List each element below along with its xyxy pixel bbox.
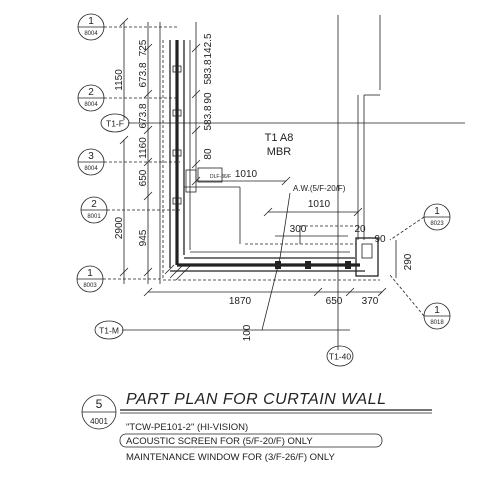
callout-sheet: 8004 (84, 31, 98, 37)
callout-sheet: 8004 (84, 166, 98, 172)
dim-text: 290 (403, 253, 414, 270)
dimension-ticks (119, 17, 201, 277)
note-line: MAINTENANCE WINDOW FOR (3/F-26/F) ONLY (126, 452, 335, 463)
callout-sheet: 8001 (87, 214, 101, 220)
dim-text: 370 (362, 296, 379, 307)
dim-text: 1150 (114, 69, 125, 91)
section-callout: 2 8001 (80, 196, 180, 224)
hatch (169, 265, 183, 279)
callout-number: 1 (87, 268, 93, 279)
curtain-wall-body (162, 40, 380, 281)
dim-text: 80 (203, 148, 214, 160)
grid-label: T1-40 (329, 352, 351, 362)
dim-text: 1870 (229, 296, 252, 307)
vertical-dimension-chain: 725 142.5 673.8 583.8 1150 90 673.8 583.… (114, 17, 214, 284)
mullion (305, 261, 311, 269)
section-callout: 3 8004 (77, 148, 180, 176)
dim-text: 300 (290, 224, 307, 235)
dim-text: 1010 (235, 169, 258, 180)
dim-text: 100 (242, 324, 253, 341)
callout-sheet: 8023 (430, 221, 444, 227)
section-callout: 1 8004 (77, 13, 178, 41)
corner-column (361, 243, 373, 259)
mullion (172, 197, 182, 205)
dim-text: 725 (138, 39, 149, 56)
callout-number: 1 (434, 206, 440, 217)
aw-label: A.W.(5/F-20/F) (293, 184, 346, 193)
window-frame (185, 169, 197, 193)
grid-bubble-t1-40: T1-40 (326, 345, 354, 367)
dim-text: 90 (374, 234, 386, 245)
dim-text: 673.8 (138, 103, 149, 128)
grid-label: T1-F (106, 119, 124, 129)
dim-text: 1160 (138, 137, 149, 159)
callout-number: 2 (91, 199, 97, 210)
dimension-ticks (143, 176, 387, 297)
dim-text: 583.8 (203, 59, 214, 84)
section-callout: 1 8018 (389, 274, 451, 330)
section-callout: 1 8023 (389, 203, 451, 241)
horizontal-dimensions: 1010 1010 300 20 90 290 1870 650 370 100 (143, 169, 414, 341)
note-highlight-box (119, 433, 383, 448)
callout-sheet: 8018 (430, 320, 444, 326)
dim-text: 945 (138, 229, 149, 246)
callout-sheet: 8003 (83, 283, 97, 289)
room-name: T1 A8 (265, 132, 294, 144)
section-callout: 1 8003 (76, 265, 160, 293)
leader-line (261, 257, 281, 331)
mullion (172, 65, 182, 73)
title-callout-number: 5 (96, 397, 103, 411)
callout-number: 2 (88, 87, 94, 98)
drawing-title: PART PLAN FOR CURTAIN WALL (126, 391, 386, 408)
hatch (175, 265, 191, 281)
dim-text: 142.5 (203, 33, 214, 58)
callout-number: 3 (88, 151, 94, 162)
callout-number: 1 (434, 305, 440, 316)
note-line: ACOUSTIC SCREEN FOR (5/F-20/F) ONLY (126, 436, 313, 447)
dim-text: 1010 (308, 199, 331, 210)
grid-label: T1-M (99, 326, 119, 336)
mullion (345, 261, 351, 269)
hatch (164, 264, 175, 275)
mullion (172, 149, 182, 157)
leader-line (279, 192, 291, 259)
small-tag: DLF-36/F (210, 174, 231, 180)
grid-lines (122, 15, 465, 350)
title-callout: 5 4001 (81, 394, 117, 430)
callout-number: 1 (88, 16, 94, 27)
callout-sheet: 8004 (84, 102, 98, 108)
mullion (172, 109, 182, 117)
dim-text: 20 (354, 224, 366, 235)
grid-bubble-t1-m: T1-M (94, 320, 124, 340)
grid-bubble-t1-f: T1-F (100, 113, 130, 133)
window-frame (197, 167, 223, 183)
dim-text: 2900 (114, 216, 125, 239)
dim-text: 673.8 (138, 62, 149, 87)
room-sub: MBR (267, 146, 292, 158)
corner-column (355, 237, 379, 277)
dim-text: 583.8 (203, 105, 214, 130)
note-line: "TCW-PE101-2" (HI-VISION) (126, 422, 248, 433)
title-callout-sheet: 4001 (90, 417, 108, 426)
dim-text: 650 (326, 296, 343, 307)
dim-text: 650 (138, 169, 149, 186)
section-callout: 2 8004 (77, 84, 178, 112)
dim-text: 90 (203, 92, 214, 104)
